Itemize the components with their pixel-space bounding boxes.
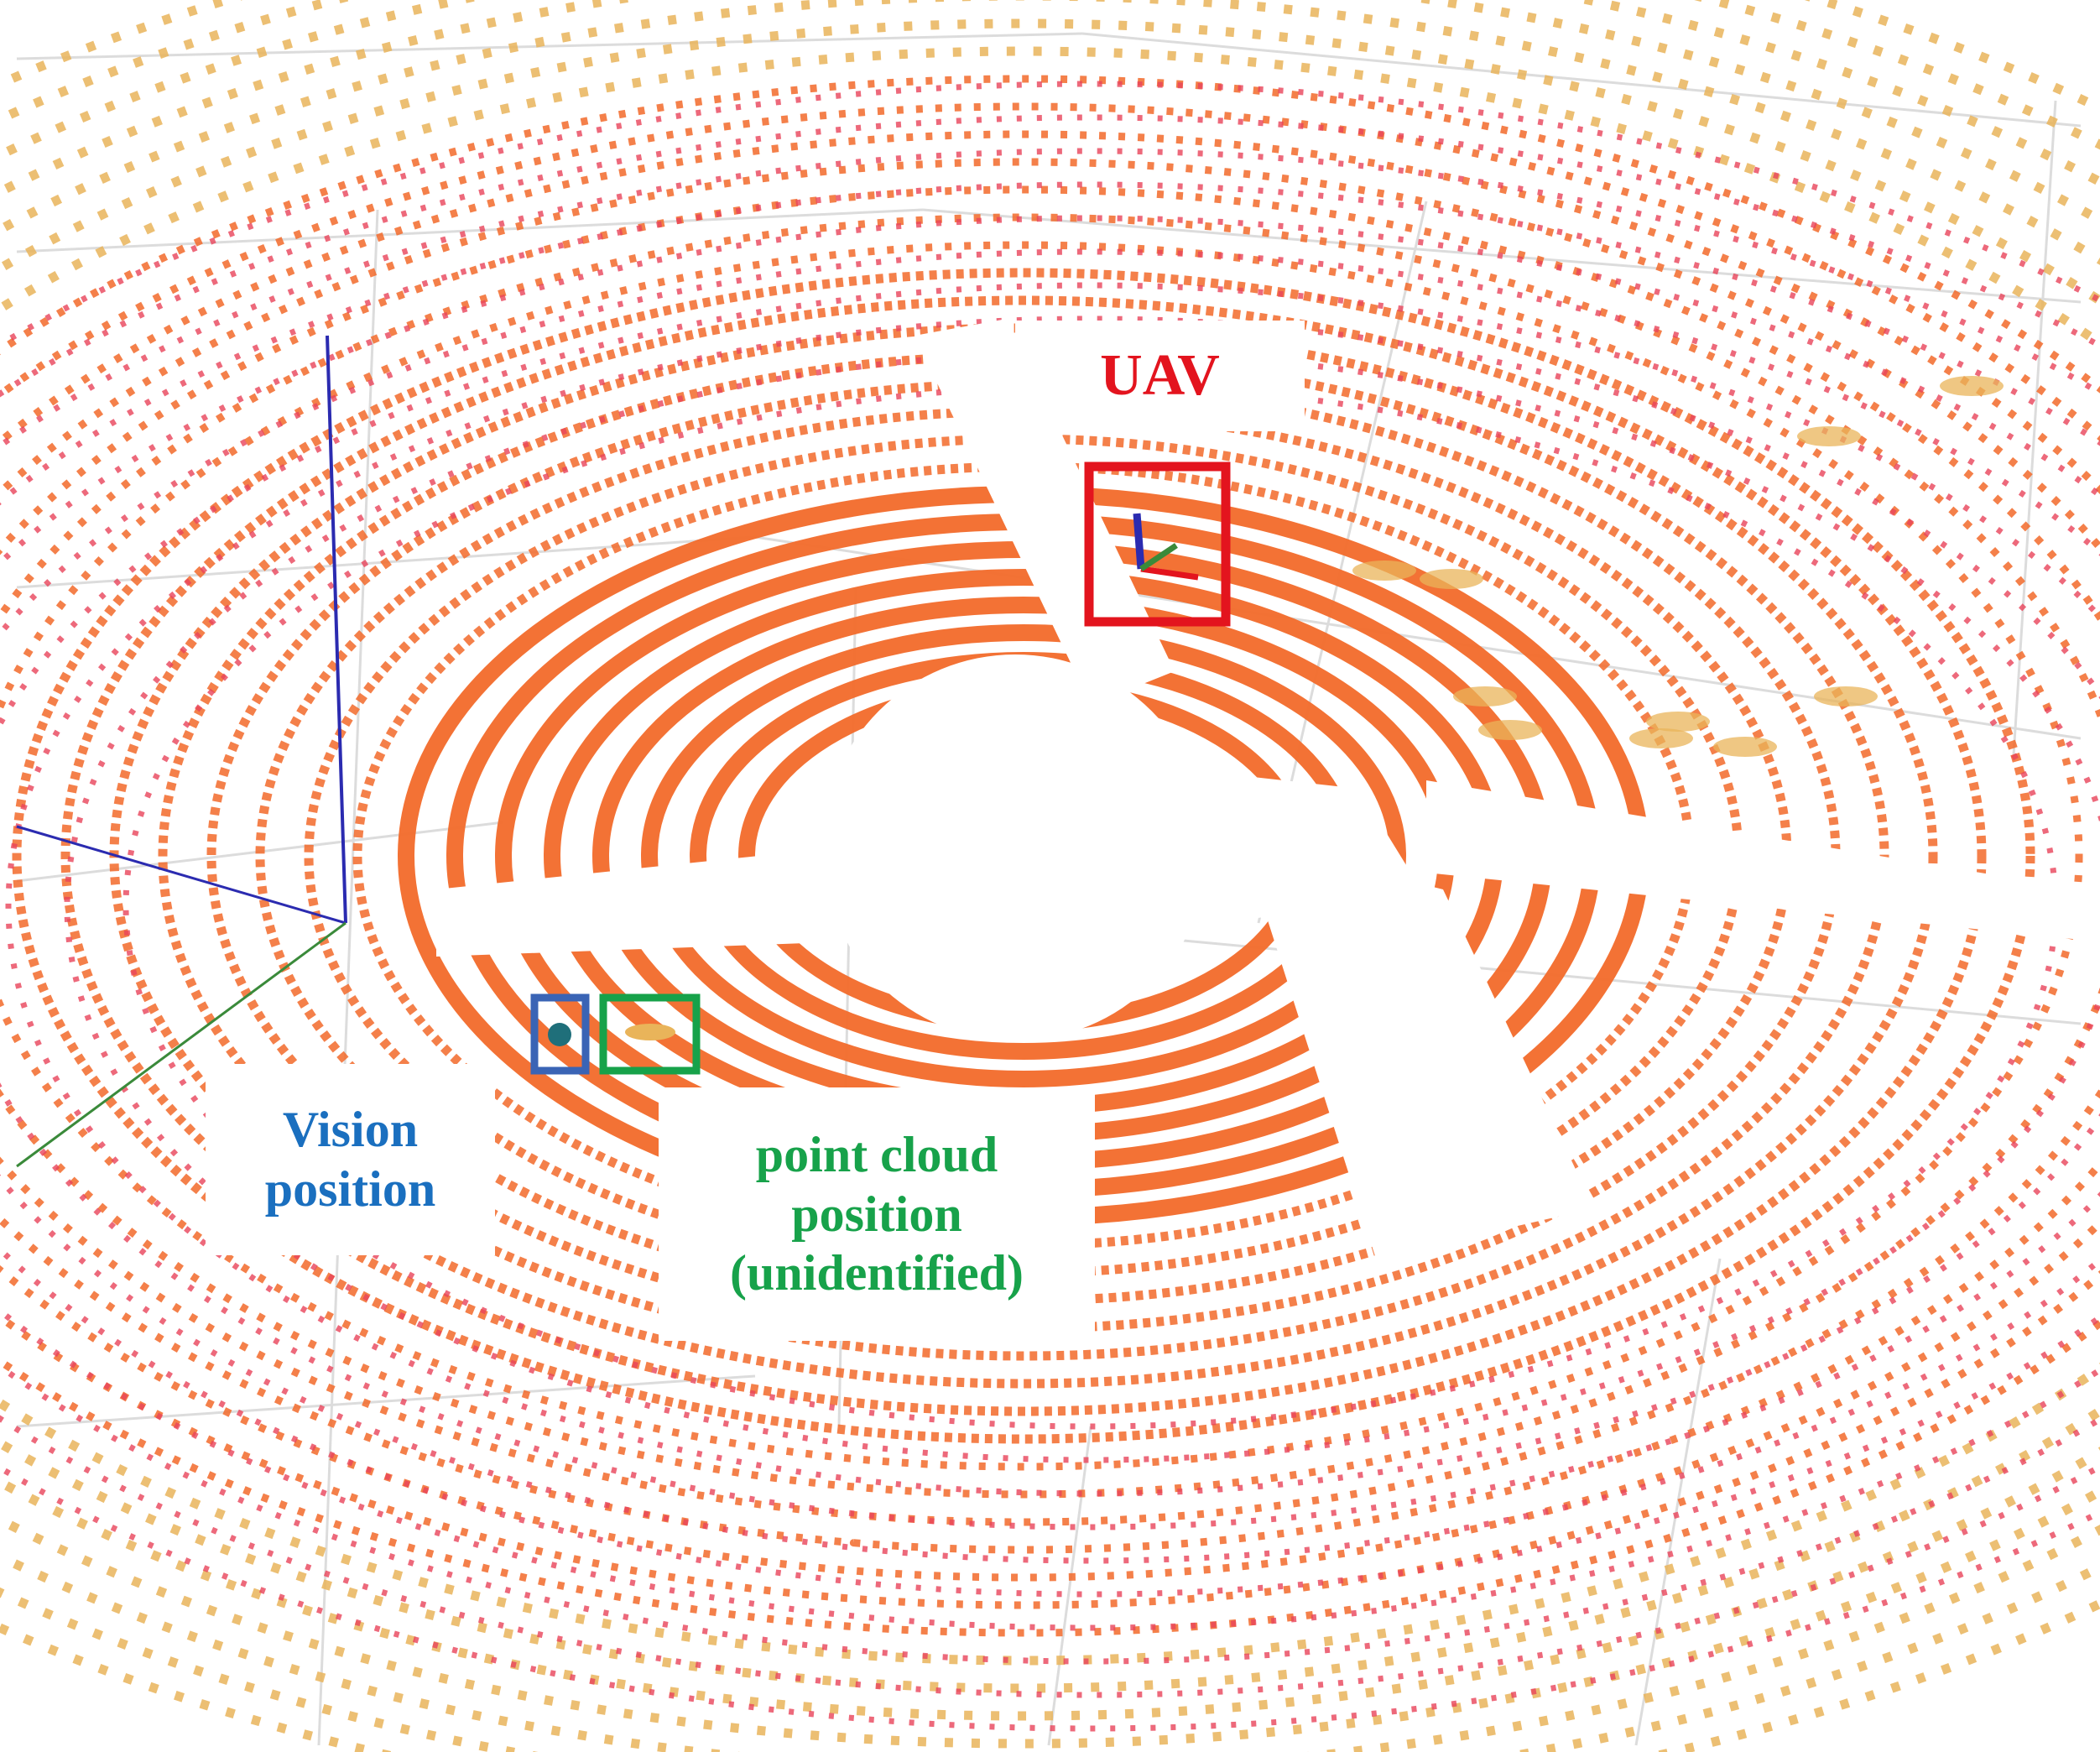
target-markers (530, 461, 1231, 1075)
scan-center-gap (822, 654, 1208, 1040)
yellow-point-cluster (1629, 728, 1693, 748)
point-ring (60, 295, 1987, 1416)
grid-line (2012, 100, 2057, 756)
cloud-highlight-box (599, 993, 701, 1075)
uav-label: UAV (1015, 321, 1305, 431)
point-ring (0, 213, 2100, 1499)
world-axes (16, 335, 347, 1168)
uav-highlight-box (1084, 461, 1231, 627)
grid-line (1634, 1258, 1722, 1746)
scan-gap (1426, 780, 2081, 940)
grid-line (1047, 1426, 1092, 1746)
point-ring (0, 241, 2083, 1471)
coordinate-frame-icon (1133, 513, 1145, 570)
point-ring (0, 185, 2100, 1526)
yellow-point-cluster (1797, 426, 1861, 446)
scan-gap (915, 319, 1175, 705)
frame-y-axis (1139, 543, 1178, 571)
uav-label-text: UAV (1100, 342, 1220, 408)
vision-label-line1: Vision (282, 1102, 419, 1158)
occlusion-gaps (436, 319, 2081, 1259)
grid-line (16, 208, 924, 253)
point-ring (0, 130, 2100, 1582)
far-point-ring (0, 282, 2100, 1530)
vision-target-icon (548, 1023, 571, 1046)
far-point-ring (0, 81, 2100, 1732)
yellow-point-cluster (1713, 737, 1777, 757)
point-cluster-icon (625, 1024, 675, 1040)
axis-z-line (326, 335, 347, 924)
cloud-label-line1: point cloud (755, 1126, 998, 1182)
yellow-point-cluster (1646, 712, 1710, 732)
cloud-label-line3: (unidentified) (729, 1245, 1024, 1301)
yellow-point-cluster (1814, 686, 1878, 707)
point-cloud-position-label: point cloud position (unidentified) (659, 1087, 1095, 1341)
vision-position-label: Vision position (206, 1064, 495, 1255)
yellow-point-cluster (1352, 561, 1416, 581)
grid-line (16, 32, 1083, 60)
scan-gap (1242, 839, 1594, 1259)
cloud-label-line2: position (791, 1186, 962, 1242)
grid-line (317, 209, 379, 1746)
yellow-point-cluster (1940, 376, 2004, 396)
grid-line (1081, 32, 2082, 128)
axis-y-line (16, 921, 347, 1168)
point-ring (0, 75, 2100, 1637)
vision-label-line2: position (264, 1161, 436, 1217)
frame-x-axis (1140, 566, 1199, 581)
grid-line (16, 1374, 756, 1428)
yellow-point-cluster (1453, 686, 1517, 707)
far-point-ring (0, 181, 2100, 1631)
point-ring (12, 268, 2035, 1444)
axis-x-line (16, 825, 347, 925)
far-point-ring (5, 315, 2100, 1497)
yellow-point-cluster (1478, 720, 1542, 740)
scan-gap (436, 847, 898, 957)
yellow-point-cluster (1420, 569, 1483, 589)
vision-highlight-box (530, 993, 590, 1075)
